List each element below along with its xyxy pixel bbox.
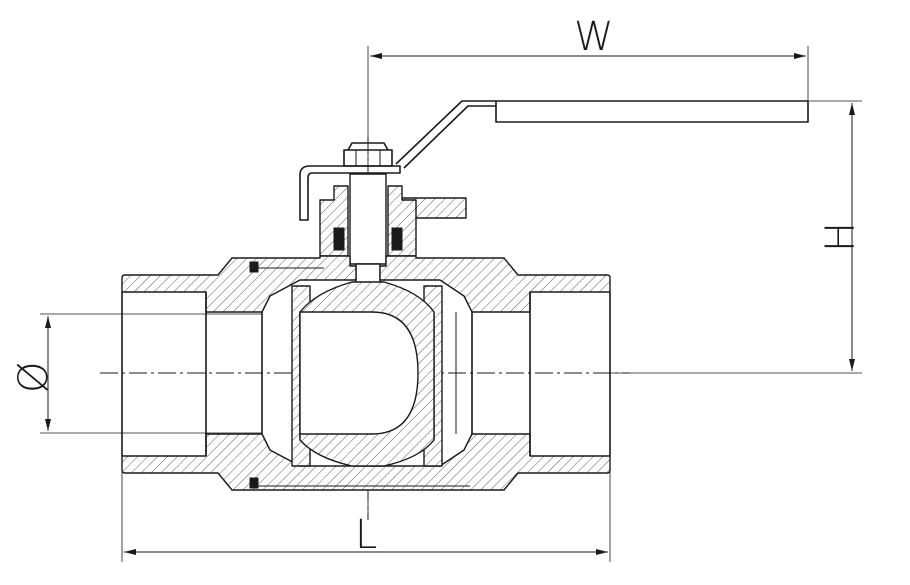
valve-body [121,255,611,491]
height-dimension: H [610,100,864,374]
diameter-label: Ø [11,362,57,393]
handle-lever [299,100,809,221]
pipe-bore [206,311,530,435]
valve-ball [299,281,435,467]
width-label: W [574,14,614,60]
length-dimension: L [121,472,611,562]
stem-nut [343,142,393,167]
diameter-dimension: Ø [11,313,262,434]
height-label: H [818,222,864,252]
stem-housing [319,173,417,295]
length-label: L [355,512,377,558]
